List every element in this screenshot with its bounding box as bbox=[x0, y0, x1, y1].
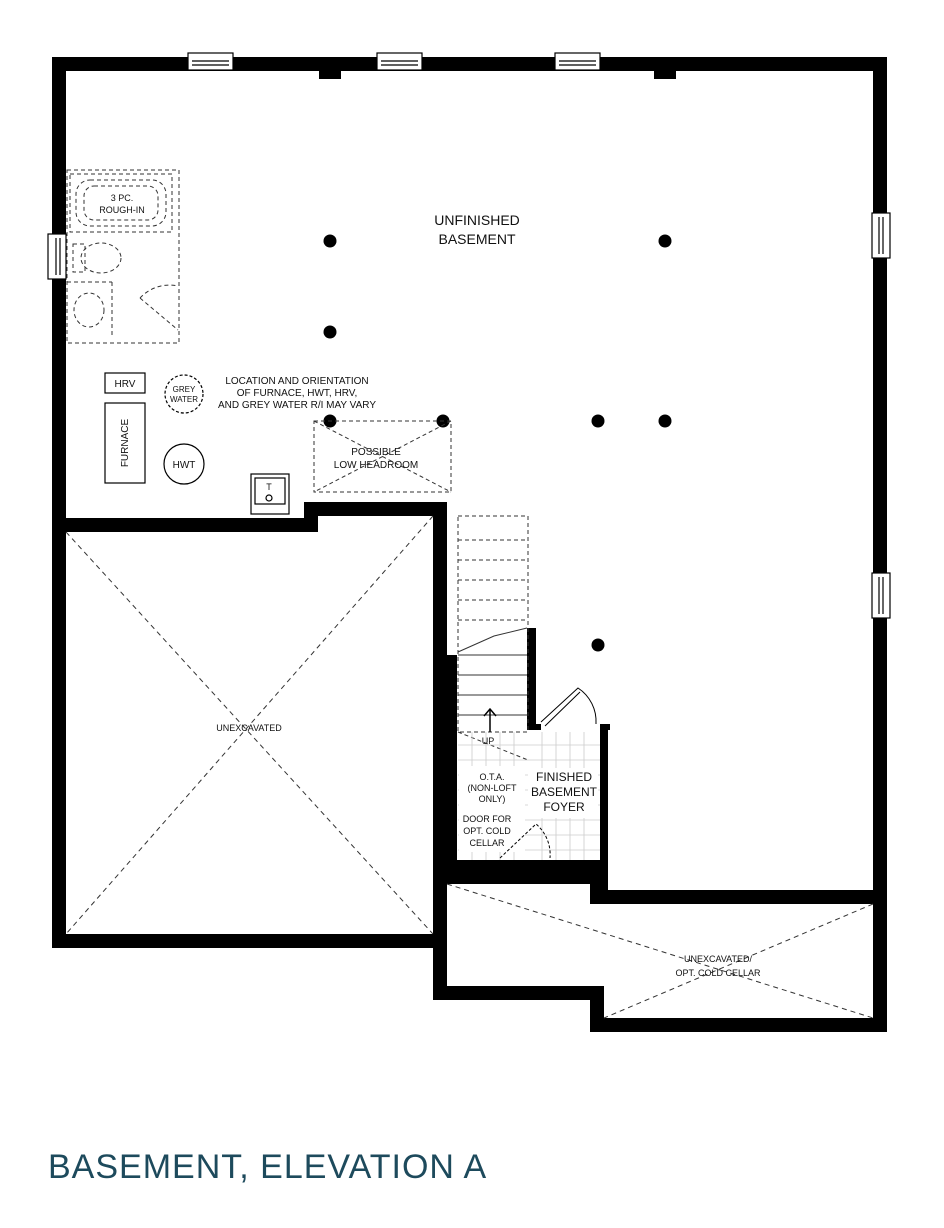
mechanical-note: AND GREY WATER R/I MAY VARY bbox=[218, 400, 376, 411]
grey-water-label: GREY bbox=[173, 385, 196, 394]
window bbox=[376, 52, 423, 71]
page-title: BASEMENT, ELEVATION A bbox=[48, 1148, 488, 1186]
interior-walls bbox=[52, 502, 610, 948]
ota-label: (NON-LOFT bbox=[468, 783, 517, 793]
foyer-label: FINISHED bbox=[536, 770, 592, 784]
toilet-icon bbox=[80, 242, 122, 274]
rough-in-label: ROUGH-IN bbox=[99, 205, 145, 215]
ota-label: O.T.A. bbox=[479, 772, 504, 782]
unexcavated-zone bbox=[65, 515, 434, 935]
hwt-icon bbox=[163, 443, 205, 485]
foyer-label-backdrop bbox=[528, 768, 598, 818]
wall-bottom-left bbox=[52, 934, 447, 948]
cellar-door-label: OPT. COLD bbox=[463, 826, 511, 836]
cellar-door-label: CELLAR bbox=[469, 838, 505, 848]
laundry-tub-label: T bbox=[266, 482, 272, 492]
unfinished-basement-label: UNFINISHED bbox=[434, 212, 520, 228]
wall-pilaster bbox=[654, 69, 676, 79]
wall-stair-left-lower bbox=[443, 655, 457, 860]
low-headroom-label: POSSIBLE bbox=[351, 447, 401, 458]
wall-foyer-right bbox=[600, 724, 608, 890]
stair-up-label: UP bbox=[482, 736, 495, 746]
mechanical-note: LOCATION AND ORIENTATION bbox=[225, 376, 368, 387]
low-headroom-label: LOW HEADROOM bbox=[334, 460, 418, 471]
wall-pilaster bbox=[319, 69, 341, 79]
wall-bottom-right bbox=[590, 1018, 887, 1032]
cold-cellar-label: OPT. COLD CELLAR bbox=[675, 968, 761, 978]
mechanical-note: OF FURNACE, HWT, HRV, bbox=[237, 388, 358, 399]
wall-unexcavated-top bbox=[52, 518, 314, 532]
wall-right bbox=[873, 57, 887, 1032]
mechanical bbox=[104, 372, 290, 515]
support-posts bbox=[323, 234, 672, 652]
foyer-label: FOYER bbox=[543, 800, 585, 814]
wall-stair-right bbox=[527, 628, 536, 728]
support-post bbox=[591, 638, 605, 652]
unfinished-basement-label: BASEMENT bbox=[438, 231, 515, 247]
wall-cellar-step bbox=[590, 986, 604, 1032]
support-post bbox=[658, 234, 672, 248]
unexcavated-label: UNEXCAVATED bbox=[216, 723, 282, 733]
window bbox=[47, 233, 67, 280]
window bbox=[187, 52, 234, 71]
foyer-label: BASEMENT bbox=[531, 785, 598, 799]
cellar-door-label: DOOR FOR bbox=[463, 814, 512, 824]
wall-cellar-top-right bbox=[590, 890, 887, 904]
ota-label: ONLY) bbox=[479, 794, 506, 804]
laundry-tub-icon bbox=[250, 473, 290, 515]
foyer-door-icon bbox=[540, 687, 597, 725]
cold-cellar-zone bbox=[446, 883, 874, 1019]
window bbox=[871, 212, 891, 259]
wall-unexcavated-top-right bbox=[304, 502, 447, 516]
floor-plan: UNFINISHED BASEMENT 3 PC. ROUGH-IN HRV G… bbox=[47, 52, 891, 1032]
support-post bbox=[658, 414, 672, 428]
support-post bbox=[323, 234, 337, 248]
exterior-walls bbox=[52, 57, 887, 1032]
low-headroom-zone bbox=[313, 420, 452, 493]
furnace-label: FURNACE bbox=[120, 419, 131, 468]
hrv-unit bbox=[104, 372, 146, 394]
hrv-label: HRV bbox=[115, 379, 136, 390]
bathroom-rough-in bbox=[66, 169, 180, 344]
window bbox=[554, 52, 601, 71]
cellar-door-icon bbox=[499, 823, 551, 859]
grey-water-label: WATER bbox=[170, 395, 198, 404]
rough-in-label: 3 PC. bbox=[111, 193, 134, 203]
doors bbox=[499, 687, 597, 859]
windows bbox=[47, 52, 891, 619]
wall-cellar-bottom bbox=[433, 986, 604, 1000]
grey-water-icon bbox=[164, 374, 204, 414]
wall-left bbox=[52, 57, 66, 948]
support-post bbox=[323, 325, 337, 339]
ota-label-backdrop bbox=[459, 766, 525, 852]
sink-icon bbox=[73, 292, 105, 328]
wall-cellar-top-left bbox=[433, 860, 608, 884]
up-arrow-head bbox=[483, 707, 497, 717]
wall-top bbox=[52, 57, 887, 71]
cold-cellar-label: UNEXCAVATED/ bbox=[684, 954, 753, 964]
furnace-unit bbox=[104, 402, 146, 484]
staircase bbox=[457, 515, 529, 761]
door-swing-icon bbox=[139, 284, 179, 331]
wall-foyer-top bbox=[527, 724, 541, 730]
room-labels: UNFINISHED BASEMENT 3 PC. ROUGH-IN HRV G… bbox=[99, 193, 761, 978]
hwt-label: HWT bbox=[173, 460, 196, 471]
support-post bbox=[591, 414, 605, 428]
window bbox=[871, 572, 891, 619]
